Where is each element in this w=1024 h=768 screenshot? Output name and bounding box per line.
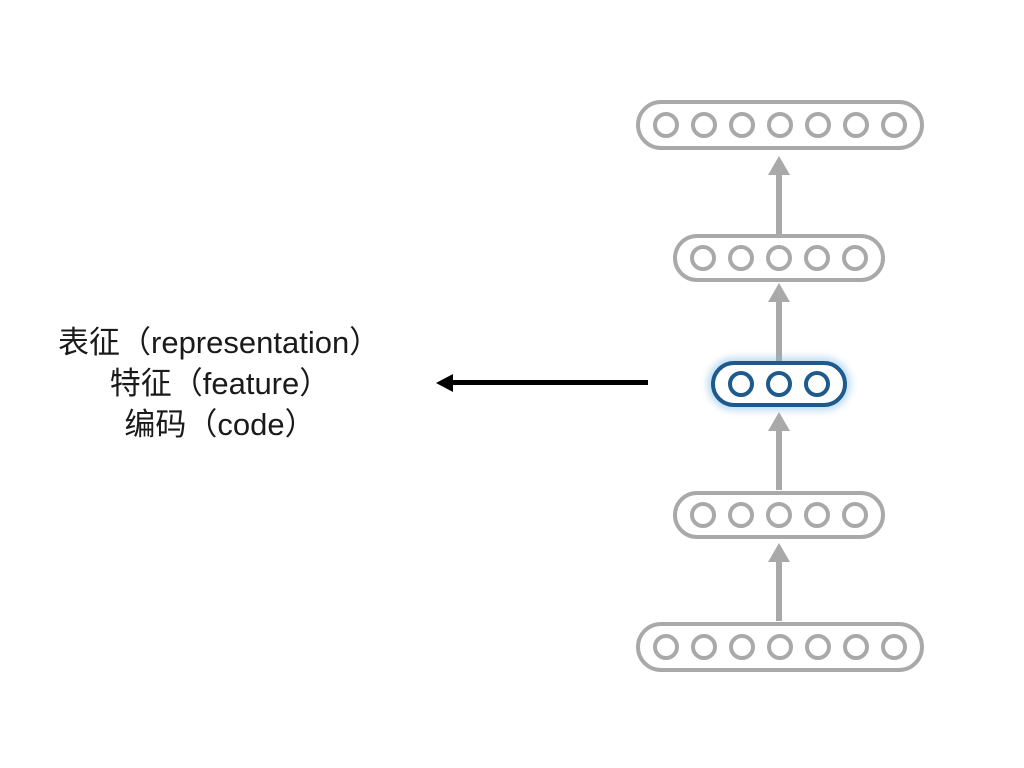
- arrow-head-up-icon: [768, 543, 790, 562]
- layer-node-group: [653, 634, 907, 660]
- neuron-node: [804, 502, 830, 528]
- arrow-head-up-icon: [768, 156, 790, 175]
- neuron-node: [843, 112, 869, 138]
- neuron-node: [767, 634, 793, 660]
- layer-code-bottleneck[interactable]: [711, 361, 847, 407]
- arrow-decoder-to-output: [768, 156, 790, 234]
- neuron-node: [805, 112, 831, 138]
- layer-output[interactable]: [636, 100, 924, 150]
- neuron-node: [804, 245, 830, 271]
- neuron-node: [728, 245, 754, 271]
- arrow-input-to-encoder: [768, 543, 790, 621]
- neuron-node: [843, 634, 869, 660]
- arrow-shaft: [451, 380, 648, 385]
- arrow-shaft: [776, 429, 782, 490]
- neuron-node: [766, 245, 792, 271]
- neuron-node: [805, 634, 831, 660]
- neuron-node: [729, 634, 755, 660]
- layer-node-group: [690, 502, 868, 528]
- arrow-head-up-icon: [768, 412, 790, 431]
- neuron-node: [728, 371, 754, 397]
- layer-node-group: [653, 112, 907, 138]
- neuron-node: [729, 112, 755, 138]
- layer-encoder-hidden[interactable]: [673, 491, 885, 539]
- neuron-node: [842, 245, 868, 271]
- neuron-node: [690, 245, 716, 271]
- annotation-line-code: 编码（code）: [124, 407, 316, 442]
- neuron-node: [804, 371, 830, 397]
- neuron-node: [766, 371, 792, 397]
- layer-node-group: [728, 371, 830, 397]
- annotation-line-representation: 表征（representation）: [58, 325, 381, 360]
- arrow-encoder-to-code: [768, 412, 790, 490]
- neuron-node: [881, 112, 907, 138]
- neuron-node: [842, 502, 868, 528]
- representation-annotation: 表征（representation） 特征（feature） 编码（code）: [40, 322, 400, 445]
- neuron-node: [766, 502, 792, 528]
- neuron-node: [690, 502, 716, 528]
- neuron-node: [728, 502, 754, 528]
- arrow-code-to-decoder: [768, 283, 790, 361]
- arrow-shaft: [776, 173, 782, 234]
- neuron-node: [691, 634, 717, 660]
- arrow-shaft: [776, 560, 782, 621]
- layer-decoder-hidden[interactable]: [673, 234, 885, 282]
- neuron-node: [691, 112, 717, 138]
- neuron-node: [881, 634, 907, 660]
- arrow-head-left-icon: [436, 374, 453, 392]
- annotation-pointer-arrow: [436, 374, 648, 392]
- neuron-node: [767, 112, 793, 138]
- arrow-shaft: [776, 300, 782, 361]
- neuron-node: [653, 634, 679, 660]
- arrow-head-up-icon: [768, 283, 790, 302]
- layer-input[interactable]: [636, 622, 924, 672]
- neuron-node: [653, 112, 679, 138]
- annotation-line-feature: 特征（feature）: [109, 366, 331, 401]
- layer-node-group: [690, 245, 868, 271]
